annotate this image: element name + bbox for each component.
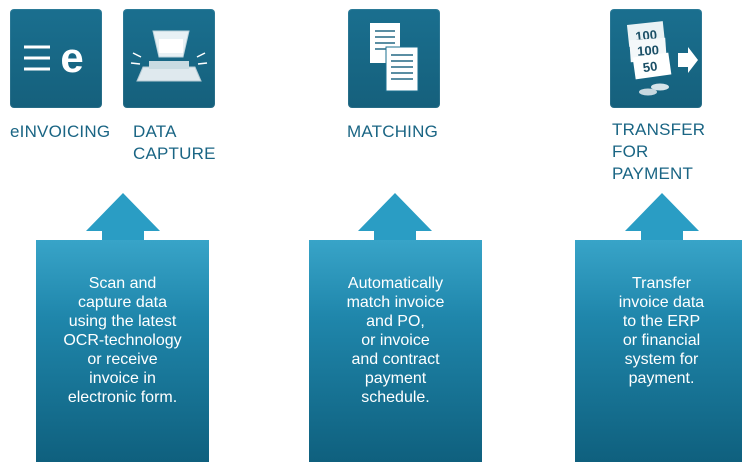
- documents-icon: [370, 23, 419, 92]
- bill-label-3: 50: [642, 58, 658, 75]
- money-transfer-icon: 100 100 50: [626, 21, 698, 96]
- step-label-data-capture: DATA CAPTURE: [133, 122, 216, 163]
- matching-tile: [348, 9, 440, 108]
- arrow-up-icon: [358, 193, 432, 241]
- arrow-up-icon: [625, 193, 699, 241]
- description-box-capture: Scan and capture data using the latest O…: [36, 240, 209, 462]
- description-text: Transfer invoice data to the ERP or fina…: [618, 275, 705, 387]
- step-label-matching: MATCHING: [347, 122, 438, 141]
- arrow-up-icon: [86, 193, 160, 241]
- step-label-einvoicing: eINVOICING: [10, 122, 111, 141]
- description-box-matching: Automatically match invoice and PO, or i…: [309, 240, 482, 462]
- data-capture-tile: [123, 9, 215, 108]
- description-text: Scan and capture data using the latest O…: [63, 275, 182, 406]
- e-invoicing-icon: e: [24, 34, 84, 81]
- description-box-transfer: Transfer invoice data to the ERP or fina…: [575, 240, 742, 462]
- step-label-transfer: TRANSFER FOR PAYMENT: [612, 120, 706, 183]
- scanner-icon: [130, 30, 208, 82]
- e-letter: e: [60, 34, 83, 81]
- description-text: Automatically match invoice and PO, or i…: [346, 275, 445, 406]
- arrow-right-icon: [678, 47, 698, 73]
- e-invoicing-tile: e: [10, 9, 102, 108]
- bill-label-2: 100: [637, 42, 660, 58]
- transfer-tile: 100 100 50: [610, 9, 702, 108]
